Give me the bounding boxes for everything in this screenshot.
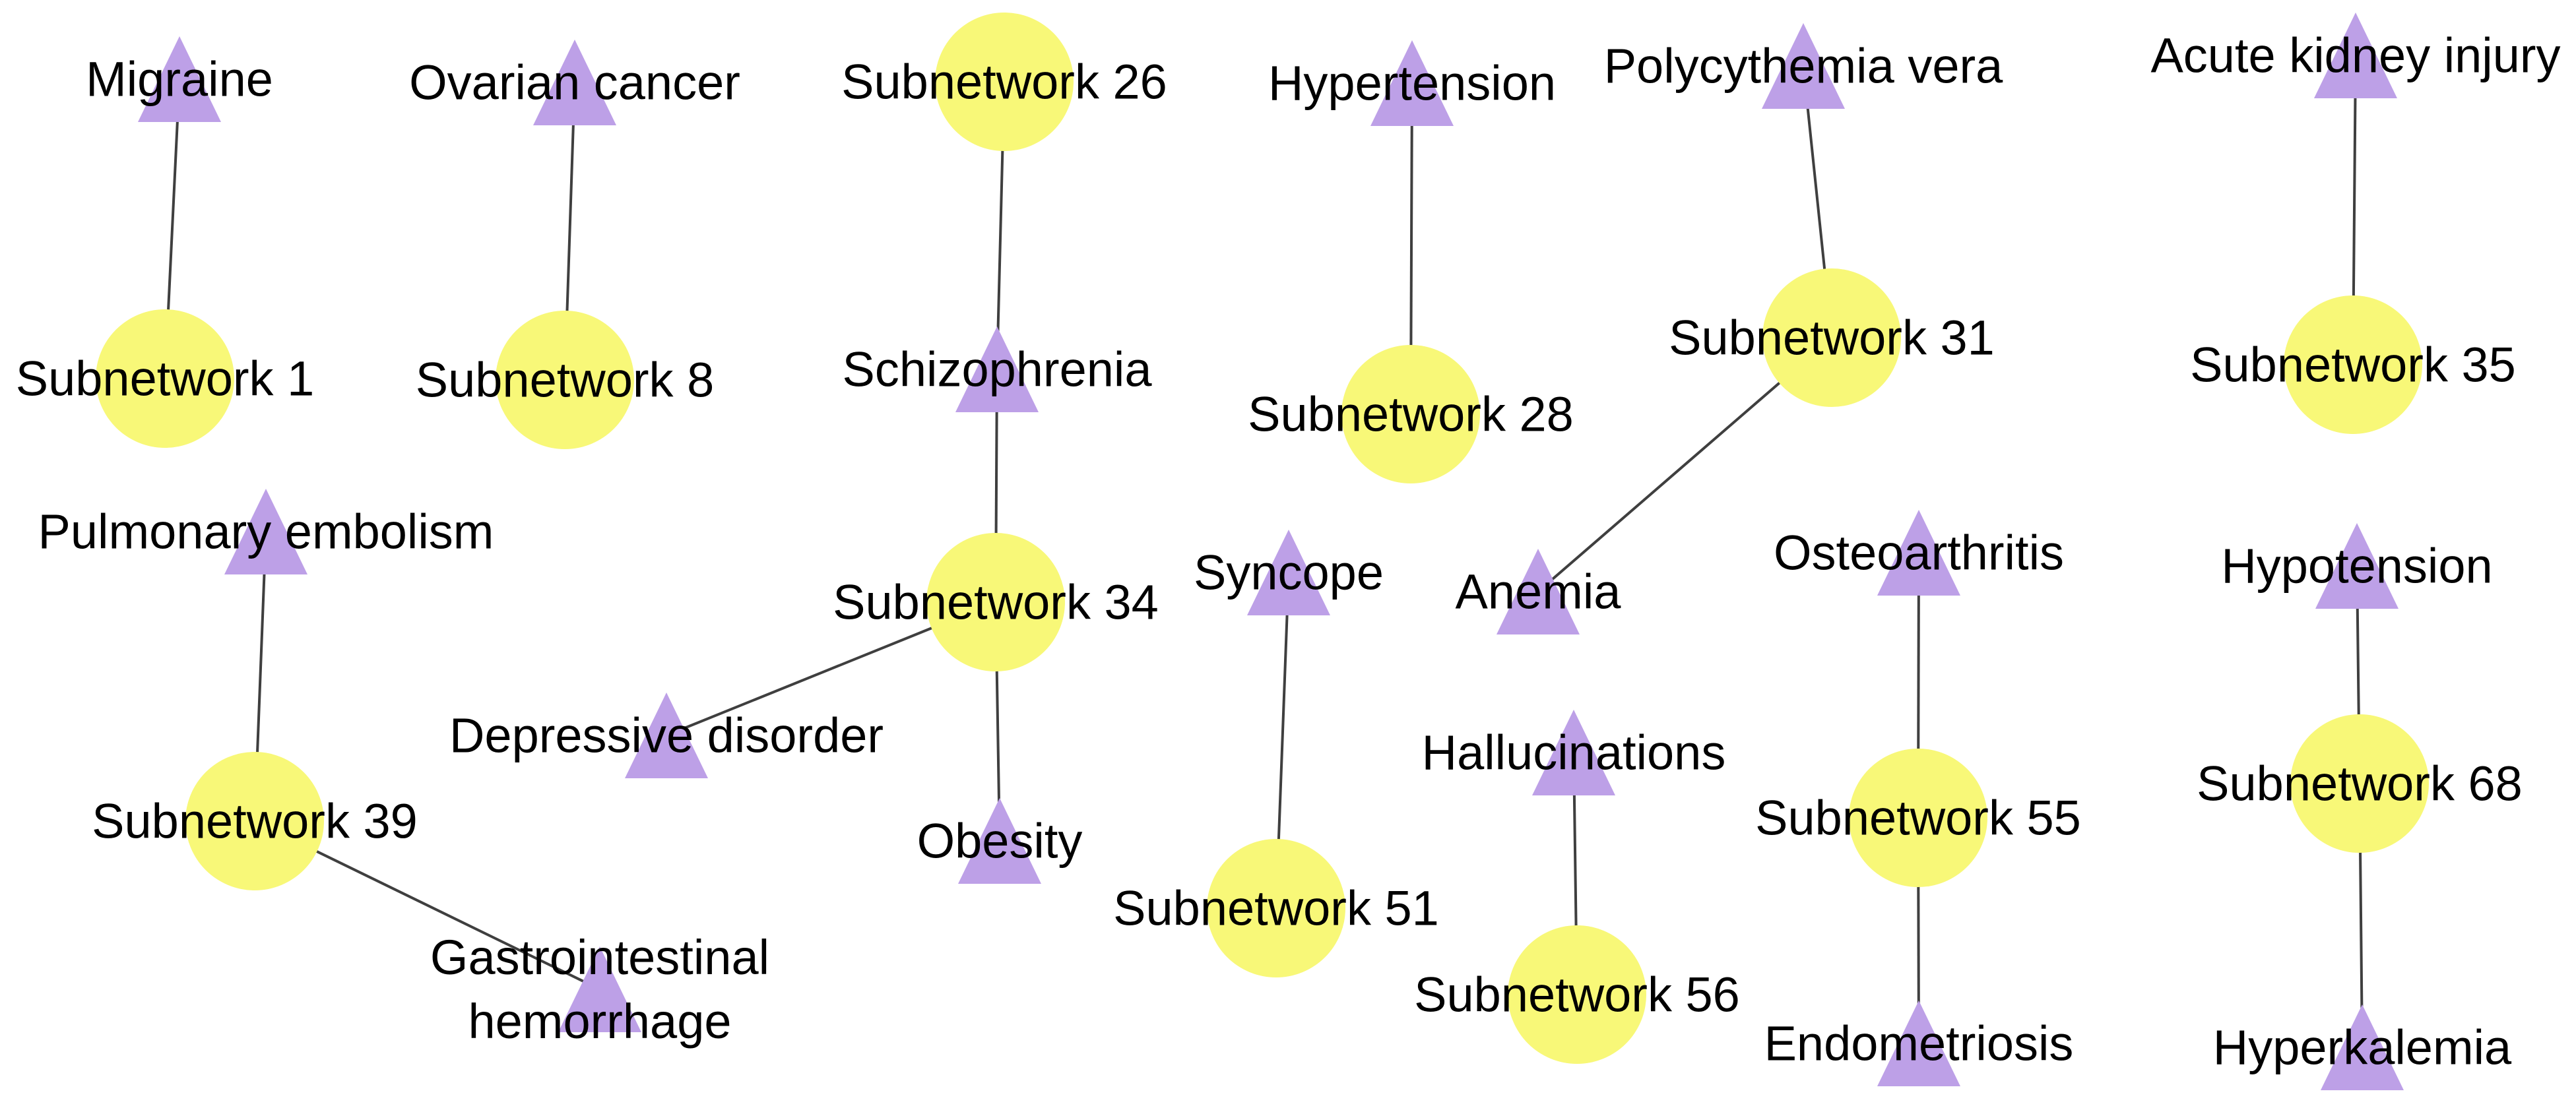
subnetwork-55-label: Subnetwork 55 (1755, 791, 2081, 846)
subnetwork-51-subnetwork-circle (1207, 839, 1345, 977)
migraine-label: Migraine (86, 52, 273, 107)
hypotension-phenotype-triangle (2315, 523, 2399, 609)
obesity-phenotype-triangle (958, 798, 1041, 884)
subnetwork-56-subnetwork-circle (1508, 925, 1646, 1064)
subnetwork-51-label: Subnetwork 51 (1113, 881, 1439, 936)
subnetwork-34-subnetwork-circle (926, 533, 1065, 671)
subnetwork-39-label: Subnetwork 39 (92, 794, 418, 849)
subnetwork-31-subnetwork-circle (1762, 268, 1901, 407)
subnetwork-1-label: Subnetwork 1 (16, 352, 315, 406)
polycythemia-vera-phenotype-triangle (1762, 23, 1845, 109)
acute-kidney-injury-label: Acute kidney injury (2150, 28, 2560, 83)
endometriosis-phenotype-triangle (1877, 1001, 1960, 1086)
subnetwork-55-subnetwork-circle (1849, 749, 1987, 887)
ovarian-cancer-phenotype-triangle (533, 40, 616, 125)
subnetwork-28-label: Subnetwork 28 (1248, 387, 1574, 442)
obesity-label: Obesity (917, 814, 1083, 869)
schizophrenia-phenotype-triangle (955, 326, 1039, 412)
syncope-phenotype-triangle (1247, 530, 1330, 615)
subnetwork-34-label: Subnetwork 34 (833, 575, 1159, 630)
subnetwork-68-subnetwork-circle (2290, 714, 2429, 853)
osteoarthritis-label: Osteoarthritis (1774, 526, 2064, 580)
node-shape-layer (96, 13, 2429, 1090)
subnetwork-26-subnetwork-circle (935, 13, 1074, 151)
endometriosis-label: Endometriosis (1764, 1016, 2074, 1071)
acute-kidney-injury-phenotype-triangle (2314, 13, 2397, 98)
hallucinations-phenotype-triangle (1532, 710, 1615, 795)
anemia-phenotype-triangle (1497, 549, 1580, 634)
syncope-label: Syncope (1194, 545, 1384, 600)
migraine-phenotype-triangle (138, 36, 221, 122)
ovarian-cancer-label: Ovarian cancer (409, 55, 740, 110)
hallucinations-label: Hallucinations (1422, 726, 1726, 780)
hypotension-label: Hypotension (2221, 539, 2492, 594)
depressive-disorder-phenotype-triangle (625, 693, 708, 778)
schizophrenia-label: Schizophrenia (843, 342, 1153, 397)
polycythemia-vera-label: Polycythemia vera (1604, 39, 2003, 94)
subnetwork-8-subnetwork-circle (496, 311, 634, 449)
gastrointestinal-hemorrhage-label-line-2: hemorrhage (468, 994, 731, 1049)
subnetwork-56-label: Subnetwork 56 (1414, 968, 1740, 1022)
subnetwork-26-label: Subnetwork 26 (841, 55, 1167, 109)
hyperkalemia-label: Hyperkalemia (2213, 1020, 2512, 1075)
subnetwork-1-subnetwork-circle (96, 309, 234, 448)
subnetwork-39-subnetwork-circle (185, 752, 324, 890)
anemia-label: Anemia (1456, 565, 1622, 619)
gastrointestinal-hemorrhage-phenotype-triangle (558, 946, 641, 1032)
subnetwork-35-subnetwork-circle (2284, 295, 2422, 434)
osteoarthritis-phenotype-triangle (1877, 510, 1960, 596)
subnetwork-31-label: Subnetwork 31 (1669, 311, 1995, 365)
hyperkalemia-phenotype-triangle (2321, 1004, 2404, 1090)
hypertension-phenotype-triangle (1370, 40, 1454, 126)
subnetwork-28-subnetwork-circle (1341, 345, 1480, 483)
depressive-disorder-label: Depressive disorder (449, 708, 884, 763)
pulmonary-embolism-phenotype-triangle (224, 489, 307, 574)
hypertension-label: Hypertension (1268, 56, 1556, 111)
subnetwork-8-label: Subnetwork 8 (416, 353, 715, 408)
subnetwork-35-label: Subnetwork 35 (2190, 338, 2516, 392)
subnetwork-68-label: Subnetwork 68 (2197, 757, 2523, 811)
pulmonary-embolism-label: Pulmonary embolism (38, 505, 494, 559)
gastrointestinal-hemorrhage-label-line-1: Gastrointestinal (430, 930, 769, 985)
